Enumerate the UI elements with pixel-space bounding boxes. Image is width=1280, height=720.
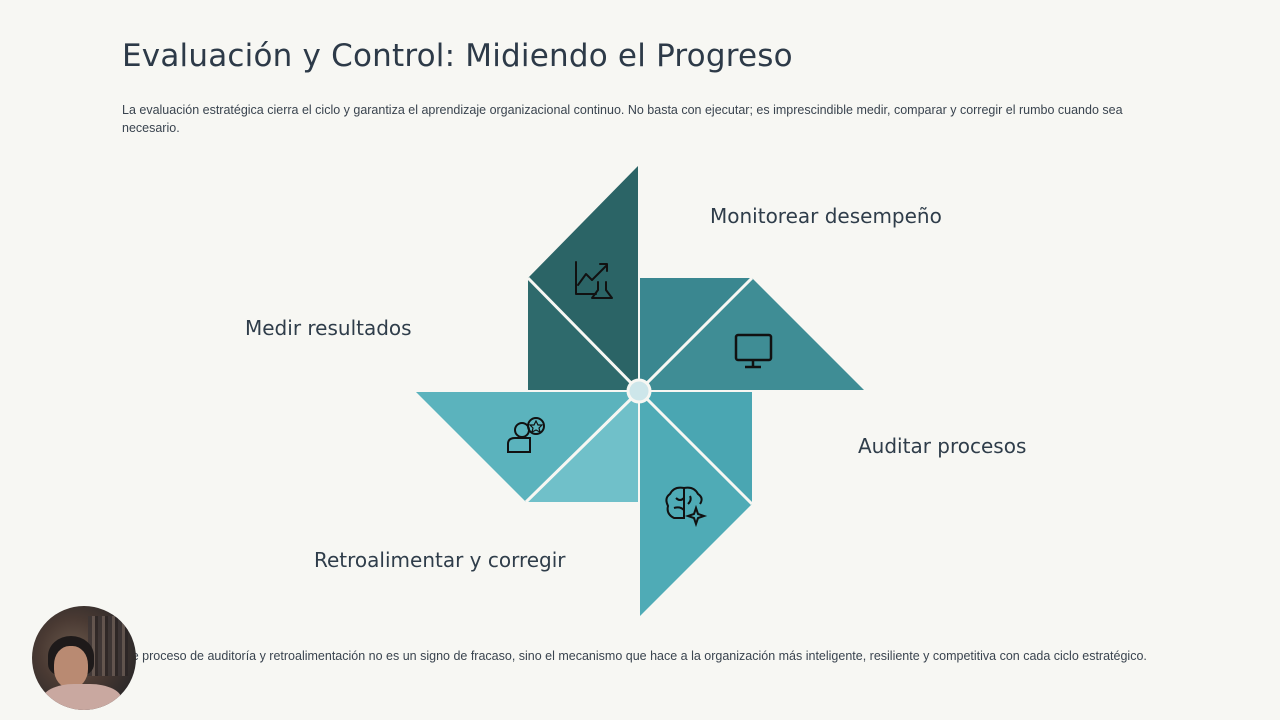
step-label-auditar: Auditar procesos: [858, 434, 1027, 458]
pinwheel-center: [626, 378, 652, 404]
step-label-monitorear: Monitorear desempeño: [710, 204, 942, 228]
slide-intro-text: La evaluación estratégica cierra el cicl…: [122, 103, 1123, 135]
monitor-icon: [734, 333, 773, 369]
step-label-retroalimentar: Retroalimentar y corregir: [314, 548, 566, 572]
presenter-video-avatar: [32, 606, 136, 710]
blade-retroalimentar: [638, 390, 754, 616]
slide-outro-text: ste proceso de auditoría y retroalimenta…: [122, 649, 1147, 663]
step-label-medir: Medir resultados: [245, 316, 412, 340]
slide-title: Evaluación y Control: Midiendo el Progre…: [122, 38, 793, 74]
chart-flask-icon: [575, 261, 613, 299]
blade-medir: [416, 390, 640, 504]
brain-sparkle-icon: [665, 486, 708, 528]
user-star-icon: [507, 417, 545, 453]
